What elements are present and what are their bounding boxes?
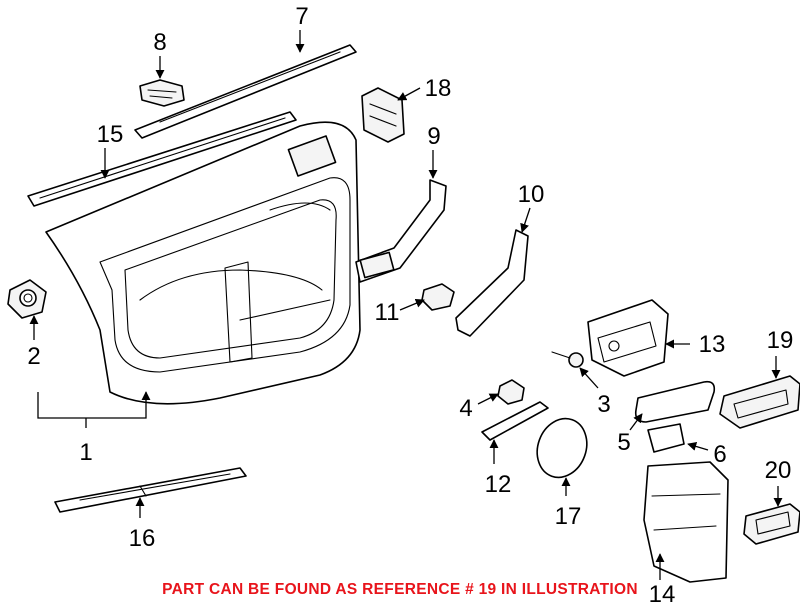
- callout-20: 20: [765, 457, 792, 484]
- part-18-bracket: [361, 87, 405, 143]
- leader-lines: [29, 30, 783, 580]
- callout-19: 19: [767, 327, 794, 354]
- callout-10: 10: [518, 181, 545, 208]
- part-3-screw: [551, 351, 584, 368]
- part-12-cover-strip: [481, 401, 549, 441]
- part-17-speaker-grille: [536, 417, 588, 479]
- part-11-clip: [421, 283, 455, 311]
- callout-6: 6: [713, 441, 726, 468]
- part-20-switch: [743, 503, 800, 545]
- callout-5: 5: [617, 429, 630, 456]
- callout-16: 16: [129, 525, 156, 552]
- part-8-switch: [139, 79, 185, 107]
- callout-4: 4: [459, 395, 472, 422]
- part-10-armrest-trim: [455, 229, 529, 337]
- callout-9: 9: [427, 123, 440, 150]
- part-13-switch-housing: [587, 299, 669, 377]
- part-2-plug: [7, 279, 47, 319]
- part-4-push-clip: [497, 379, 525, 405]
- part-19-inside-handle: [719, 375, 800, 429]
- callout-13: 13: [699, 331, 726, 358]
- callout-3: 3: [597, 391, 610, 418]
- callout-1: 1: [79, 439, 92, 466]
- callout-15: 15: [97, 121, 124, 148]
- part-14-map-pocket: [643, 461, 729, 583]
- callout-12: 12: [485, 471, 512, 498]
- part-15-weatherstrip: [27, 111, 297, 207]
- part-9-pull-handle: [355, 179, 447, 283]
- part-16-lower-strip: [54, 467, 247, 513]
- part-7-belt-molding: [134, 44, 357, 139]
- callout-18: 18: [425, 75, 452, 102]
- callout-8: 8: [153, 29, 166, 56]
- callout-17: 17: [555, 503, 582, 530]
- reference-note: PART CAN BE FOUND AS REFERENCE # 19 IN I…: [162, 581, 638, 598]
- callout-11: 11: [375, 299, 400, 326]
- callout-14: 14: [649, 581, 676, 608]
- part-6-small-bezel: [647, 423, 685, 453]
- callout-2: 2: [27, 343, 40, 370]
- part-5-bezel: [634, 380, 716, 423]
- part-1-door-trim-panel: [45, 121, 361, 405]
- callout-7: 7: [295, 3, 308, 30]
